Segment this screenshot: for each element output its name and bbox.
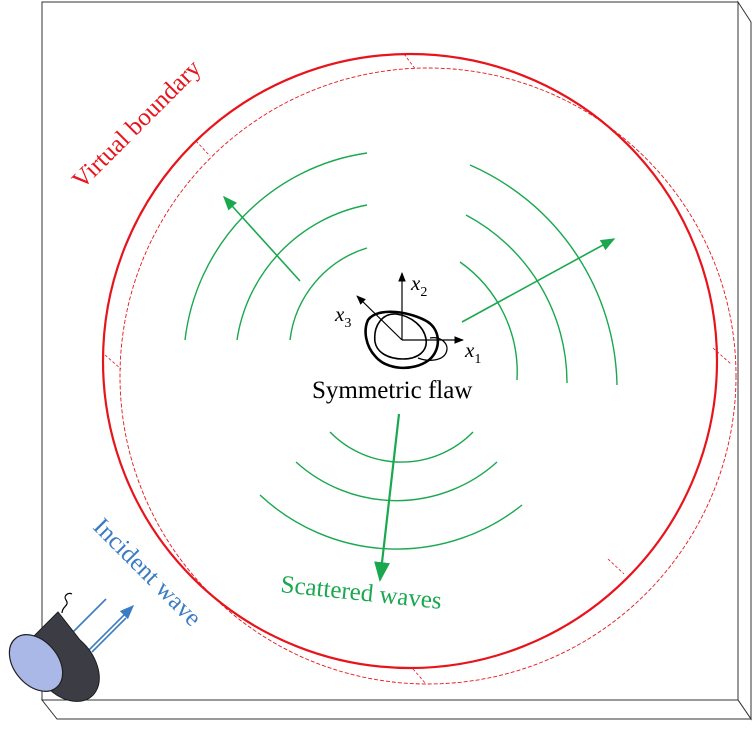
symmetric-flaw-label: Symmetric flaw: [312, 377, 472, 404]
boundary-connector: [195, 140, 211, 157]
axis-x3-sub: 3: [344, 316, 351, 331]
boundary-connector: [712, 347, 732, 365]
transducer-body: [21, 611, 100, 702]
incident-wavefront: [91, 617, 127, 653]
flaw-outline-inner: [373, 313, 428, 360]
wave-arc-lower: [329, 431, 474, 463]
flaw-coordinate-system: x2 x3 x1: [334, 271, 481, 370]
transducer-cable: [61, 592, 73, 614]
transducer-icon: [8, 592, 100, 702]
wave-arc-upper-left: [184, 152, 368, 341]
axis-x3: [356, 295, 403, 341]
boundary-connector: [607, 558, 625, 575]
wave-arc-upper-right: [459, 261, 518, 381]
scattered-wave-arrows: [223, 195, 616, 582]
wave-arc-lower: [295, 461, 498, 502]
axis-x3-base: x: [334, 302, 345, 326]
axis-x1-sub: 1: [474, 352, 481, 367]
boundary-connector: [403, 53, 417, 71]
transducer-face: [8, 634, 64, 692]
axis-x1-base: x: [464, 338, 475, 362]
wave-arc-upper-left: [289, 247, 368, 341]
plate-right-side: [737, 0, 752, 721]
virtual-boundary-circle: [101, 52, 719, 670]
scatter-arrow-upper-right: [461, 238, 616, 323]
axis-x1-label: x1: [464, 338, 481, 367]
flaw-shape: [364, 310, 448, 370]
boundary-connector: [412, 668, 427, 685]
axis-x2-base: x: [410, 271, 421, 295]
flaw-outline-lobe: [417, 337, 448, 361]
axis-x2-sub: 2: [420, 285, 427, 300]
plate-bottom-side: [40, 699, 752, 720]
wave-arc-lower: [259, 494, 523, 550]
scattered-waves: [184, 152, 618, 550]
wave-arc-upper-right: [469, 164, 618, 386]
virtual-boundary-dashed-circle: [119, 67, 737, 685]
axis-x2-label: x2: [410, 271, 427, 300]
incident-wavefront: [71, 598, 107, 634]
virtual-boundary: [101, 52, 737, 685]
boundary-connector: [104, 354, 122, 370]
wave-arc-upper-left: [236, 204, 368, 341]
axis-x3-label: x3: [334, 302, 351, 331]
scatter-arrow-upper-left: [223, 195, 301, 282]
wave-arc-upper-right: [465, 214, 568, 384]
scatter-arrow-lower: [374, 413, 401, 582]
